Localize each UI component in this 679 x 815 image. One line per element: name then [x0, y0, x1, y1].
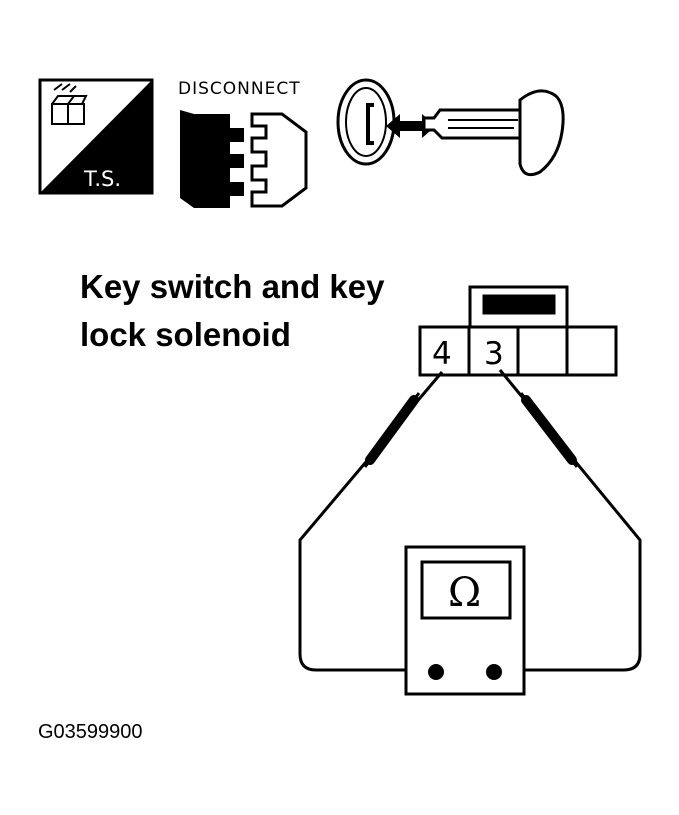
disconnect-icon: DISCONNECT [178, 79, 308, 208]
connector-female-half [250, 112, 308, 208]
meter-display [420, 560, 512, 620]
meter-terminal-right [486, 664, 502, 680]
figure-id: G03599900 [38, 721, 143, 743]
ignition-key-icon [336, 78, 565, 177]
diagram-title-line2: lock solenoid [80, 316, 291, 353]
ohm-symbol: Ω [448, 570, 481, 616]
connector-small-icon [51, 83, 88, 125]
troubleshooting-icon: T.S. [38, 78, 154, 195]
ts-label: T.S. [83, 167, 121, 191]
probe-right [519, 392, 579, 468]
diagram-title-line1: Key switch and key [80, 268, 385, 305]
connector-male-half [180, 110, 244, 208]
test-leads [298, 369, 642, 672]
ohmmeter [404, 545, 526, 696]
connector-pin-3: 3 [484, 336, 504, 372]
connector-latch [482, 294, 556, 315]
test-lead-left [298, 371, 444, 672]
probe-left [363, 392, 421, 468]
connector-pin-4: 4 [432, 336, 452, 372]
meter-terminal-left [428, 664, 444, 680]
connector [418, 285, 618, 377]
disconnect-label: DISCONNECT [178, 79, 301, 99]
test-lead-right [494, 369, 642, 672]
